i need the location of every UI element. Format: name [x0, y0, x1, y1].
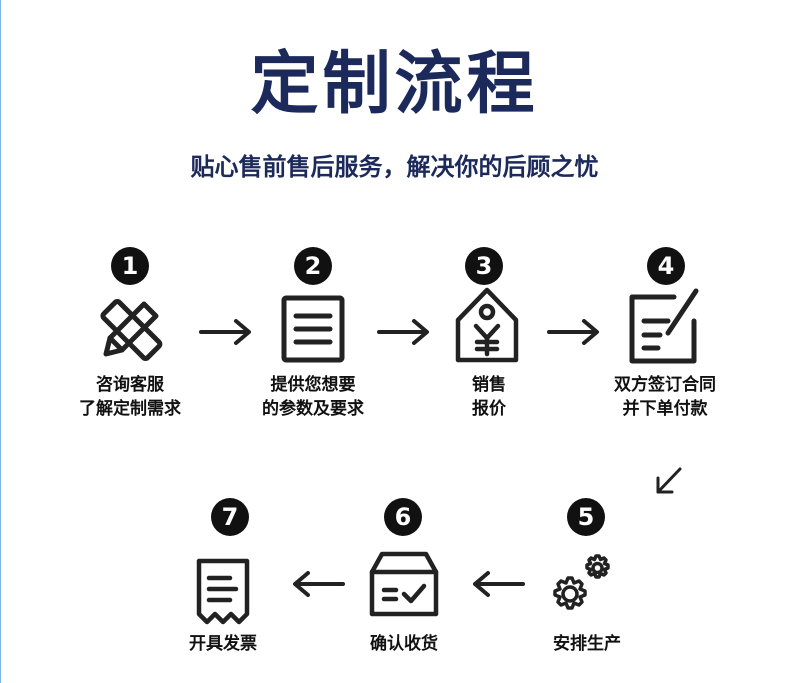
- step-6-label: 确认收货: [370, 634, 438, 654]
- step-7-badge: 7: [211, 498, 249, 536]
- arrow-left-1: [473, 571, 525, 597]
- page-title: 定制流程: [250, 45, 539, 124]
- gears-icon: [553, 554, 610, 610]
- arrow-right-1: [199, 319, 251, 345]
- step-2-badge: 2: [294, 247, 332, 285]
- price-tag-icon: [455, 287, 519, 363]
- step-1-label: 咨询客服 了解定制需求: [79, 375, 181, 419]
- arrow-down-left: [656, 467, 682, 494]
- page-subtitle: 贴心售前售后服务，解决你的后顾之忧: [190, 153, 599, 181]
- step-4-label: 双方签订合同 并下单付款: [614, 375, 716, 419]
- pencil-ruler-icon: [100, 299, 163, 361]
- step-1-badge: 1: [111, 247, 149, 285]
- step-4-badge: 4: [647, 247, 685, 285]
- arrow-left-2: [293, 571, 345, 597]
- left-edge-line: [0, 0, 1, 683]
- contract-sign-icon: [629, 288, 699, 364]
- box-check-icon: [369, 551, 439, 617]
- step-3-badge: 3: [465, 247, 503, 285]
- step-5-label: 安排生产: [553, 634, 621, 654]
- arrow-right-2: [377, 319, 429, 345]
- document-icon: [281, 295, 345, 363]
- step-3-label: 销售 报价: [472, 375, 506, 419]
- arrow-right-3: [547, 319, 599, 345]
- step-2-label: 提供您想要 的参数及要求: [262, 375, 364, 419]
- receipt-icon: [196, 558, 250, 625]
- step-6-badge: 6: [384, 498, 422, 536]
- step-7-label: 开具发票: [189, 634, 257, 654]
- step-5-badge: 5: [567, 498, 605, 536]
